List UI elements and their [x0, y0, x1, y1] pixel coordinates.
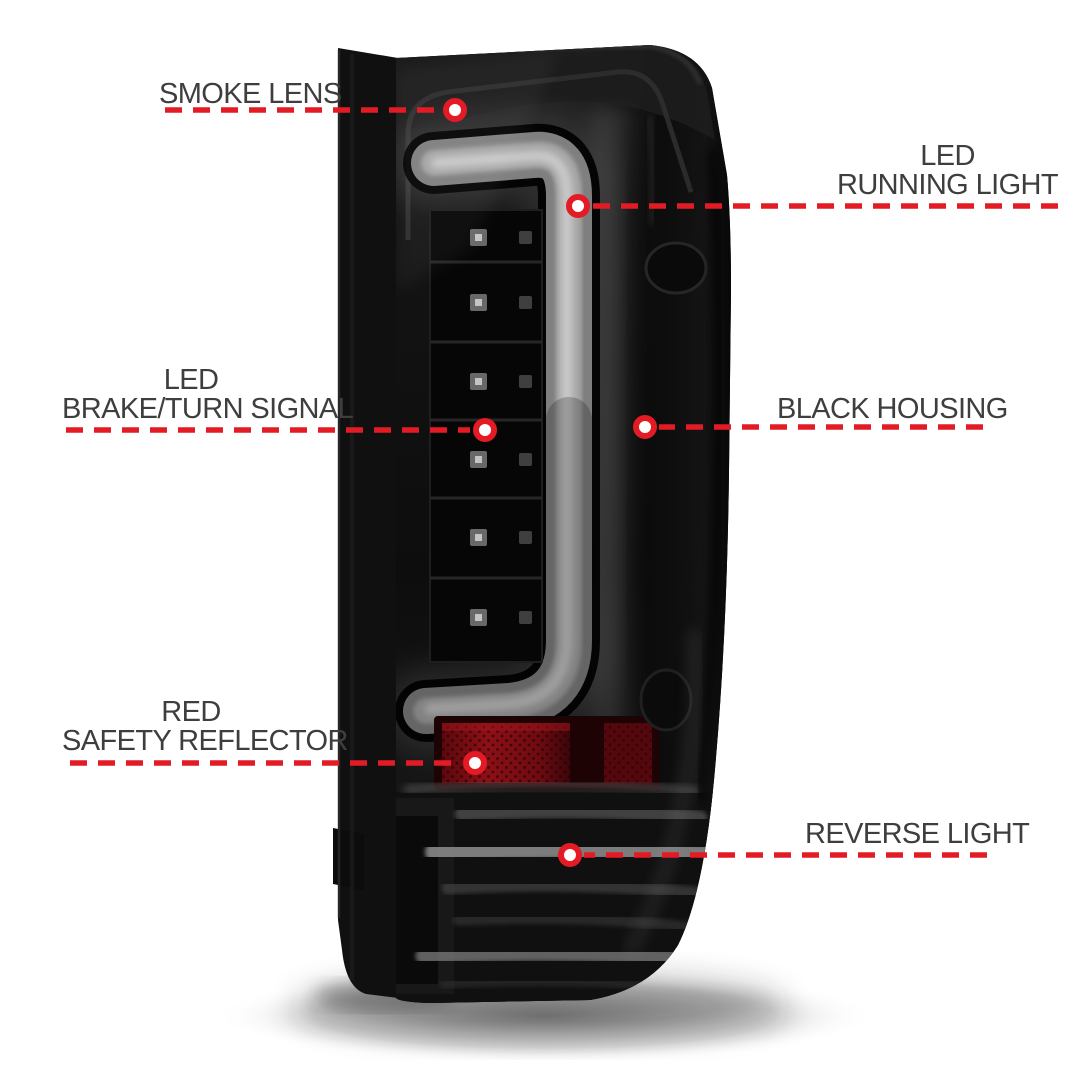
led-brake-turn-signal-label-line2: BRAKE/TURN SIGNAL	[62, 393, 354, 425]
led-brake-array	[429, 209, 543, 663]
callout-leaders	[66, 98, 1058, 867]
smoke-lens-marker	[443, 98, 467, 122]
led-running-light-label: LED RUNNING LIGHT	[837, 140, 1059, 201]
black-housing-marker	[633, 415, 657, 439]
black-housing-label: BLACK HOUSING	[777, 395, 1008, 424]
smoke-lens-label: SMOKE LENS	[159, 80, 342, 109]
red-safety-reflector-band	[434, 716, 660, 790]
mounting-flange	[333, 48, 398, 998]
red-safety-reflector-label-line2: SAFETY REFLECTOR	[62, 725, 348, 757]
red-safety-reflector-label-line1: RED	[161, 696, 221, 728]
led-brake-turn-signal-label-line1: LED	[163, 364, 219, 396]
led-running-light-label-line1: LED	[920, 140, 975, 172]
reverse-light-label-text: REVERSE LIGHT	[805, 818, 1030, 850]
led-running-light-label-line2: RUNNING LIGHT	[837, 169, 1059, 201]
reverse-light-marker	[558, 843, 582, 867]
black-housing-label-text: BLACK HOUSING	[777, 393, 1008, 425]
led-running-light-bar	[396, 111, 612, 754]
led-chips	[470, 229, 532, 626]
red-safety-reflector-label: RED SAFETY REFLECTOR	[62, 696, 348, 757]
housing-details	[623, 114, 725, 957]
led-brake-turn-marker	[473, 418, 497, 442]
led-running-light-marker	[566, 194, 590, 218]
led-brake-turn-signal-label: LED BRAKE/TURN SIGNAL	[62, 364, 354, 425]
red-safety-reflector-marker	[463, 751, 487, 775]
reverse-light-label: REVERSE LIGHT	[805, 818, 1030, 850]
smoke-lens-label-text: SMOKE LENS	[159, 78, 342, 110]
